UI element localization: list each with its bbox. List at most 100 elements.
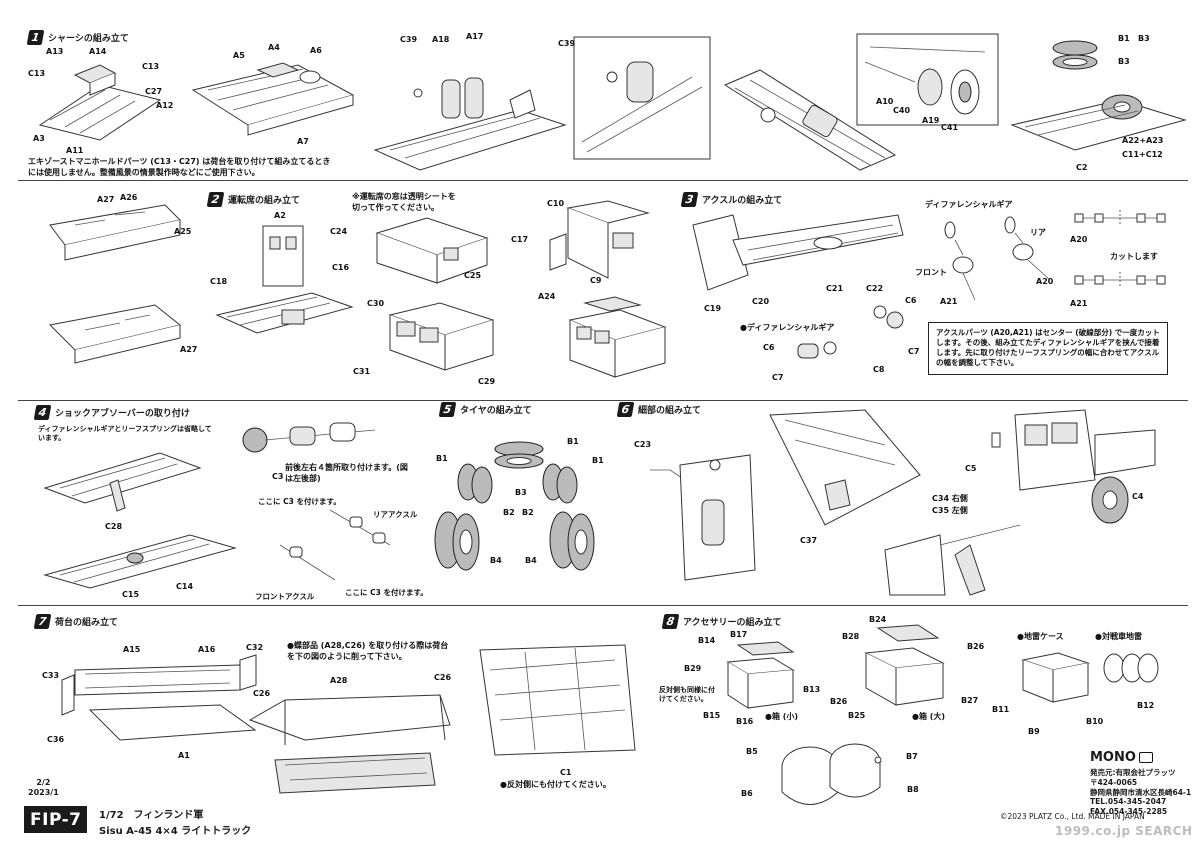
part-label: A17 bbox=[466, 32, 484, 41]
part-label: B10 bbox=[1086, 717, 1104, 726]
part-label: B4 bbox=[490, 556, 502, 565]
chassis-engine-drawing bbox=[720, 60, 900, 175]
part-label: B1 bbox=[592, 456, 604, 465]
divider-row1 bbox=[18, 180, 1188, 181]
kit-model-name: Sisu A-45 4×4 ライトトラック bbox=[99, 826, 252, 837]
part-label: B1 bbox=[1118, 34, 1130, 43]
part-label: C41 bbox=[941, 123, 959, 132]
part-label: B5 bbox=[746, 747, 758, 756]
part-label: B27 bbox=[961, 696, 979, 705]
part-label: C40 bbox=[893, 106, 911, 115]
exhaust-pipe-chassis-drawing bbox=[640, 445, 760, 585]
step-number-badge: 2 bbox=[206, 192, 225, 207]
part-label: C17 bbox=[511, 235, 529, 244]
part-label: C28 bbox=[105, 522, 123, 531]
part-label: B1 bbox=[436, 454, 448, 463]
detail-inset-wheelhub bbox=[855, 32, 1000, 127]
cut-label: カットします bbox=[1110, 252, 1158, 261]
part-label: C37 bbox=[800, 536, 818, 545]
part-label: A20 bbox=[1036, 277, 1054, 286]
shock-note: ディファレンシャルギアとリーフスプリングは省略しています。 bbox=[38, 425, 212, 443]
other-side-note: ●反対側にも付けてください。 bbox=[500, 780, 611, 789]
step-2-header: 2 運転席の組み立て bbox=[206, 192, 300, 207]
hinge-note: ●蝶部品 (A28,C26) を取り付ける際は荷台を下の図のように削って下さい。 bbox=[287, 641, 449, 661]
dashboard-panel-drawing bbox=[262, 225, 304, 287]
publisher-address: 静岡県静岡市清水区長崎64-1 bbox=[1090, 787, 1192, 797]
large-box-exploded-drawing bbox=[858, 623, 948, 713]
kit-scale-title: 1/72 フィンランド軍 bbox=[99, 810, 204, 821]
tires-exploded-right-drawing bbox=[535, 460, 605, 570]
part-label: C18 bbox=[210, 277, 228, 286]
part-label: C16 bbox=[332, 263, 350, 272]
tires-exploded-left-drawing bbox=[430, 460, 500, 570]
cab-chassis-drawing bbox=[212, 285, 357, 345]
cargo-bed-exploded-drawing bbox=[60, 650, 260, 760]
part-label: C11+C12 bbox=[1122, 150, 1163, 159]
c34-label: C34 右側 bbox=[932, 494, 968, 503]
part-label: A14 bbox=[89, 47, 107, 56]
cab-floor-drawing-upper bbox=[45, 200, 185, 265]
part-label: A5 bbox=[233, 51, 245, 60]
step-1-header: 1 シャーシの組み立て bbox=[26, 30, 129, 45]
step-number-badge: 7 bbox=[33, 614, 52, 629]
mono-logo-icon bbox=[1138, 752, 1153, 763]
part-label: C15 bbox=[122, 590, 140, 599]
part-label: B3 bbox=[1138, 34, 1150, 43]
part-label: A2 bbox=[274, 211, 286, 220]
fuel-drum-drawing bbox=[770, 742, 890, 817]
part-label: A12 bbox=[156, 101, 174, 110]
part-label: A25 bbox=[174, 227, 192, 236]
part-label: B4 bbox=[525, 556, 537, 565]
part-label: B13 bbox=[803, 685, 821, 694]
small-box-exploded-drawing bbox=[718, 640, 803, 720]
truck-front-view-drawing bbox=[990, 405, 1160, 525]
front-axle-label: フロントアクスル bbox=[255, 592, 315, 601]
part-label: A13 bbox=[46, 47, 64, 56]
copyright: ©2023 PLATZ Co., Ltd. MADE IN JAPAN bbox=[1000, 812, 1145, 821]
diff-gear-exploded-drawing bbox=[935, 210, 1060, 305]
at-mine-drawing bbox=[1100, 650, 1160, 685]
part-label: A3 bbox=[33, 134, 45, 143]
cab-with-roof-drawing bbox=[565, 295, 670, 380]
part-label: C9 bbox=[590, 276, 602, 285]
cab-floor-drawing-lower bbox=[45, 295, 185, 370]
part-label: B6 bbox=[741, 789, 753, 798]
step-title: ショックアブソーバーの取り付け bbox=[55, 409, 190, 419]
part-label: B3 bbox=[515, 488, 527, 497]
part-label: A20 bbox=[1070, 235, 1088, 244]
divider-row2 bbox=[18, 400, 1188, 401]
part-label: C32 bbox=[246, 643, 264, 652]
publisher-tel: TEL.054-345-2047 bbox=[1090, 797, 1167, 807]
part-label: A22+A23 bbox=[1122, 136, 1164, 145]
detail-inset-c39 bbox=[572, 32, 712, 162]
publisher-info: 発売元:有限会社プラッツ 〒424-0065 静岡県静岡市清水区長崎64-1 T… bbox=[1090, 768, 1191, 817]
spare-wheel-chassis-drawing bbox=[1010, 85, 1190, 170]
publisher-name: 発売元:有限会社プラッツ bbox=[1090, 768, 1176, 777]
part-label: C33 bbox=[42, 671, 60, 680]
part-label: C21 bbox=[826, 284, 844, 293]
part-label: C7 bbox=[772, 373, 784, 382]
part-label: C13 bbox=[28, 69, 46, 78]
step-number-badge: 1 bbox=[26, 30, 45, 45]
part-label: C13 bbox=[142, 62, 160, 71]
kit-code-badge: FIP-7 bbox=[24, 806, 88, 833]
step-3-header: 3 アクスルの組み立て bbox=[680, 192, 783, 207]
c35-label: C35 左側 bbox=[932, 506, 968, 515]
part-label: B12 bbox=[1137, 701, 1155, 710]
part-label: C31 bbox=[353, 367, 371, 376]
axle-cut-diagram bbox=[1070, 210, 1170, 295]
c3-position-note: 前後左右４箇所取り付けます。(図は左後部) bbox=[285, 463, 408, 483]
part-label: B1 bbox=[567, 437, 579, 446]
step-title: アクスルの組み立て bbox=[702, 196, 783, 206]
rear-label: リア bbox=[1030, 228, 1046, 237]
part-label: B8 bbox=[907, 785, 919, 794]
part-label: A18 bbox=[432, 35, 450, 44]
diff-gear-parts-drawing bbox=[790, 300, 915, 375]
step-4-header: 4 ショックアブソーバーの取り付け bbox=[33, 405, 190, 420]
part-label: A27 bbox=[180, 345, 198, 354]
part-label: A21 bbox=[1070, 299, 1088, 308]
brand-logo: MONO bbox=[1090, 750, 1153, 765]
part-label: C30 bbox=[367, 299, 385, 308]
cab-assembled-drawing bbox=[375, 300, 500, 375]
step-number-badge: 6 bbox=[616, 402, 635, 417]
